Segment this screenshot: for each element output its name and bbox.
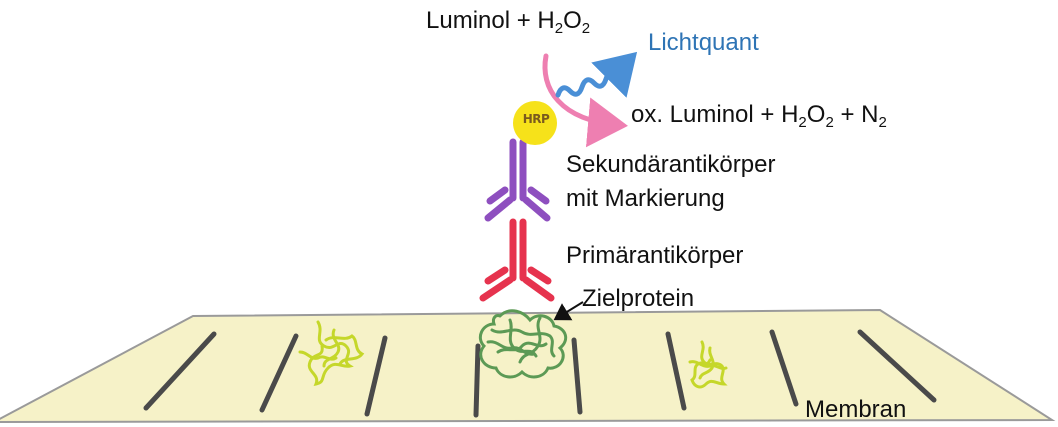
secondary-antibody-sublabel: mit Markierung xyxy=(566,185,725,212)
products-label: ox. Luminol + H2O2 + N2 xyxy=(631,101,887,131)
target-pointer-arrow xyxy=(553,301,584,321)
band xyxy=(571,337,583,415)
photon-arrow xyxy=(555,51,638,98)
band xyxy=(143,331,217,411)
secondary-antibody xyxy=(484,138,551,222)
band xyxy=(665,331,687,411)
band xyxy=(473,343,481,418)
photon-label: Lichtquant xyxy=(648,29,759,56)
reactants-label: Luminol + H2O2 xyxy=(426,7,591,37)
membrane-bands xyxy=(143,329,937,418)
band xyxy=(364,335,388,417)
band xyxy=(259,333,299,413)
other-protein-right xyxy=(688,340,728,389)
hrp-enzyme xyxy=(513,101,557,145)
other-protein-left xyxy=(298,320,365,387)
target-protein-label: Zielprotein xyxy=(582,285,695,312)
band xyxy=(857,329,937,403)
secondary-antibody-label: Sekundärantikörper xyxy=(566,151,776,178)
target-protein xyxy=(478,309,568,379)
primary-antibody xyxy=(479,218,555,302)
band xyxy=(769,329,799,407)
reaction-arrow xyxy=(542,53,628,148)
membrane xyxy=(0,308,1056,423)
hrp-label: HRP xyxy=(522,112,550,126)
primary-antibody-label: Primärantikörper xyxy=(566,242,744,269)
membrane-label: Membran xyxy=(805,396,907,423)
